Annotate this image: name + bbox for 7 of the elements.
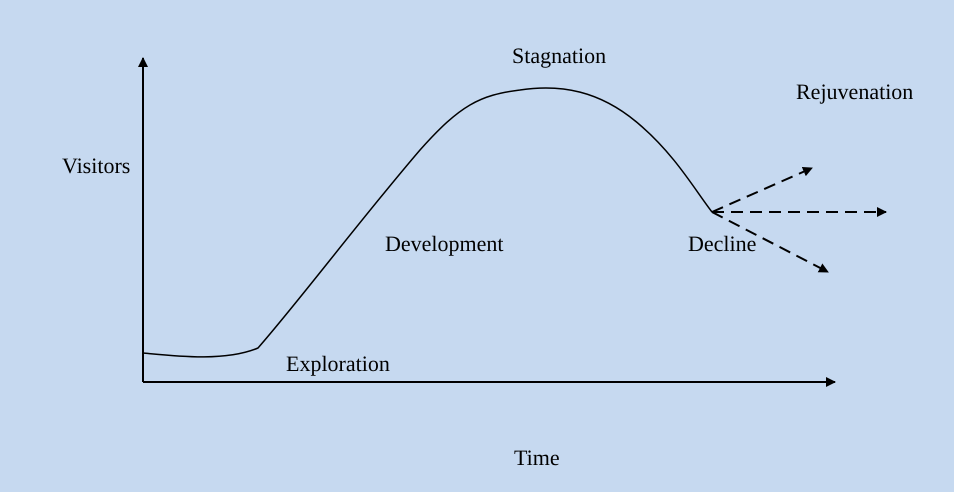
stage-label: Decline: [688, 232, 756, 256]
stage-label: Stagnation: [512, 44, 606, 68]
axis-label: Visitors: [62, 154, 130, 178]
stage-label: Development: [385, 232, 504, 256]
stage-label: Rejuvenation: [796, 80, 914, 104]
stage-label: Exploration: [286, 352, 390, 376]
axis-label: Time: [514, 446, 560, 470]
